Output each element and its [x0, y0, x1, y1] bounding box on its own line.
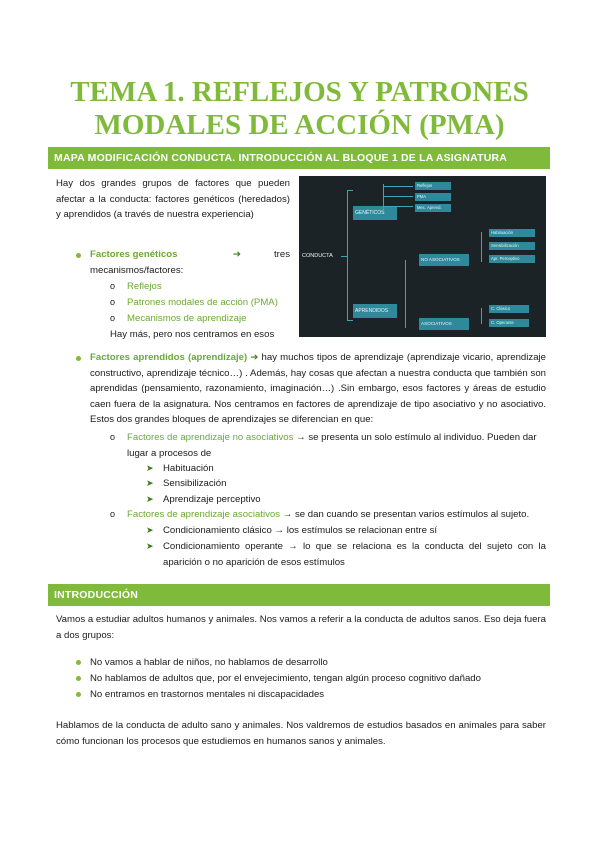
- intro2-paragraph: Vamos a estudiar adultos humanos y anima…: [56, 614, 546, 641]
- arrow-icon: ➔: [250, 352, 259, 363]
- arrowhead-bullet-icon: ➤: [146, 541, 154, 551]
- assoc-label: Factores de aprendizaje asociativos: [127, 509, 281, 520]
- diagram-noasoc-item: Apr. Perceptivo: [489, 255, 535, 263]
- genetic-factors-line: Factores genéticos ➔ tres: [90, 247, 290, 263]
- diagram-no-asociativos: NO ASOCIATIVOS: [419, 254, 469, 266]
- diagram-asociativos: ASOCIATIVOS: [419, 318, 469, 330]
- closing-paragraph: Hablamos de la conducta de adulto sano y…: [56, 720, 546, 747]
- genetic-note: Hay más, pero nos centramos en esos: [110, 329, 275, 340]
- title-line-2: MODALES DE ACCIÓN (PMA): [94, 109, 505, 141]
- intro2-bullet: No vamos a hablar de niños, no hablamos …: [90, 657, 328, 668]
- nonassoc-label: Factores de aprendizaje no asociativos: [127, 432, 294, 443]
- nonassoc-item: Habituación: [163, 463, 214, 474]
- arrowhead-bullet-icon: ➤: [146, 478, 154, 488]
- bullet-dot: [76, 356, 81, 361]
- learned-factors-paragraph: Factores aprendidos (aprendizaje) ➔ hay …: [90, 350, 546, 428]
- learned-label: Factores aprendidos (aprendizaje): [90, 352, 248, 363]
- assoc-text: se dan cuando se presentan varios estímu…: [295, 509, 530, 520]
- arrow-icon: ➔: [233, 249, 242, 260]
- intro-paragraph: Hay dos grandes grupos de factores que p…: [56, 178, 290, 220]
- genetic-item: Patrones modales de acción (PMA): [127, 297, 278, 308]
- nonassoc-paragraph: Factores de aprendizaje no asociativos →…: [127, 430, 547, 461]
- title-line-1: TEMA 1. REFLEJOS Y PATRONES: [70, 76, 529, 108]
- circle-bullet-icon: o: [110, 297, 116, 307]
- circle-bullet-icon: o: [110, 313, 116, 323]
- assoc-paragraph: Factores de aprendizaje asociativos → se…: [127, 507, 547, 523]
- diagram-aprendidos: APRENDIDOS: [353, 304, 397, 318]
- section-header-introduccion: INTRODUCCIÓN: [48, 584, 550, 606]
- diagram-geneticos: GENÉTICOS: [353, 206, 397, 220]
- diagram-noasoc-item: Sensibilización: [489, 242, 535, 250]
- genetic-label: Factores genéticos: [90, 249, 178, 260]
- intro2-bullet: No hablamos de adultos que, por el envej…: [90, 673, 481, 684]
- arrowhead-bullet-icon: ➤: [146, 494, 154, 504]
- bullet-dot: [76, 692, 81, 697]
- bullet-dot: [76, 660, 81, 665]
- arrow-icon: →: [296, 432, 306, 443]
- diagram-noasoc-item: Habituación: [489, 229, 535, 237]
- nonassoc-item: Aprendizaje perceptivo: [163, 494, 261, 505]
- circle-bullet-icon: o: [110, 432, 116, 442]
- concept-map-diagram: CONDUCTA GENÉTICOS APRENDIDOS Reflejos P…: [299, 176, 546, 337]
- bullet-dot: [76, 253, 81, 258]
- diagram-gen-item: Mec. Aprend.: [415, 204, 451, 212]
- genetic-item: Mecanismos de aprendizaje: [127, 313, 247, 324]
- arrowhead-bullet-icon: ➤: [146, 525, 154, 535]
- diagram-gen-item: Reflejos: [415, 182, 451, 190]
- nonassoc-text: se presenta un solo estímulo al individu…: [127, 432, 537, 459]
- arrow-icon: →: [282, 509, 293, 520]
- diagram-asoc-item: C. Clásico: [489, 305, 529, 313]
- nonassoc-item: Sensibilización: [163, 478, 227, 489]
- assoc-item: Condicionamiento operante → lo que se re…: [163, 541, 546, 568]
- genetic-text: tres: [274, 249, 290, 260]
- intro2-bullet: No entramos en trastornos mentales ni di…: [90, 689, 325, 700]
- circle-bullet-icon: o: [110, 281, 116, 291]
- genetic-item: Reflejos: [127, 281, 162, 292]
- genetic-text-2: mecanismos/factores:: [90, 265, 184, 276]
- arrowhead-bullet-icon: ➤: [146, 463, 154, 473]
- diagram-root: CONDUCTA: [302, 253, 333, 259]
- assoc-item: Condicionamiento clásico → los estímulos…: [163, 525, 438, 536]
- learned-text: hay muchos tipos de aprendizaje (aprendi…: [90, 352, 546, 425]
- page-title: TEMA 1. REFLEJOS Y PATRONES MODALES DE A…: [0, 76, 599, 142]
- bullet-dot: [76, 676, 81, 681]
- section-header-mapa: MAPA MODIFICACIÓN CONDUCTA. INTRODUCCIÓN…: [48, 147, 550, 169]
- circle-bullet-icon: o: [110, 509, 116, 519]
- diagram-gen-item: PMA: [415, 193, 451, 201]
- diagram-asoc-item: C. Operante: [489, 319, 529, 327]
